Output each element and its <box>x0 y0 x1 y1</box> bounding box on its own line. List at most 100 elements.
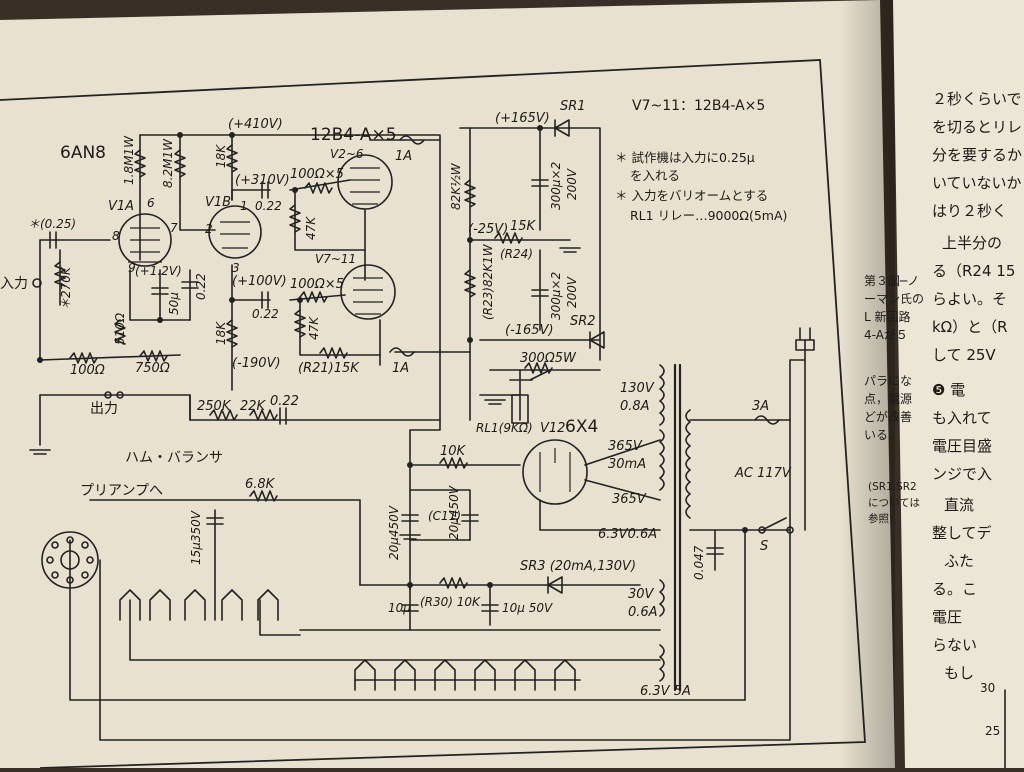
rectifier-sr3 <box>547 576 563 594</box>
tube-v12 <box>522 439 588 505</box>
note-2: ＊ 入力をバリオームとする <box>615 188 768 203</box>
label-v1a: V1A <box>108 199 134 214</box>
c-022c: 0.22 <box>252 307 279 321</box>
label-sr1: SR1 <box>560 99 586 114</box>
c-20b: 20μ450V <box>447 485 461 540</box>
r-270k: ＊270K <box>59 266 73 310</box>
v-410: (+410V) <box>228 117 283 132</box>
note-3: RL1 リレー…9000Ω(5mA) <box>630 208 787 223</box>
c-022a: 0.22 <box>194 273 208 300</box>
c-15u: 15μ350V <box>189 510 203 565</box>
pin-6: 6 <box>147 196 155 210</box>
label-switch: S <box>760 539 768 554</box>
caption-line: 4-Aが５ <box>864 327 908 342</box>
label-v1b: V1B <box>205 195 231 210</box>
tube-v1b <box>208 205 262 259</box>
tw-30: 30V <box>628 587 655 602</box>
r-100x5-b: 100Ω×5 <box>290 277 344 292</box>
tw-06: 0.6A <box>628 605 658 620</box>
r-18k-a: 18K <box>214 144 228 168</box>
caption-line: いる。 <box>864 428 900 442</box>
r-100x5-a: 100Ω×5 <box>290 167 344 182</box>
pin-7: 7 <box>170 221 178 235</box>
body-line: ２秒くらいで <box>932 90 1022 108</box>
heater-chain <box>119 589 576 691</box>
power-transformer <box>659 363 691 692</box>
right-page-text: ２秒くらいで を切るとリレ 分を要するか いていないか はり２秒く 上半分の る… <box>932 90 1022 769</box>
body-line: らない <box>932 636 977 654</box>
tw-63a: 6.3V0.6A <box>598 527 657 542</box>
tw-30ma: 30mA <box>608 457 646 472</box>
r-250k: 250K <box>197 399 232 414</box>
tube-labels: 6AN8 V1A V1B 12B4-A×5 V2~6 V7~11 6X4 V12… <box>60 98 765 437</box>
c-50u: 50μ <box>167 292 181 315</box>
rectifier-sr1 <box>554 119 570 137</box>
r-47k-a: 47K <box>304 216 318 240</box>
notes: ＊ 試作機は入力に0.25μ を入れる ＊ 入力をバリオームとする RL1 リレ… <box>615 150 787 223</box>
pin-2: 2 <box>205 222 213 236</box>
body-line: もし <box>944 664 974 682</box>
r-750: 750Ω <box>135 361 170 376</box>
label-12b4: 12B4-A×5 <box>310 125 397 145</box>
body-line: 電圧 <box>932 608 962 626</box>
tube-v1a <box>118 213 172 267</box>
terminals <box>32 278 124 399</box>
c-300b-v: 200V <box>565 276 579 308</box>
caption-line: 参照) <box>868 512 893 525</box>
r-100: 100Ω <box>70 363 105 378</box>
r-82k1w: (R23)82K1W <box>481 243 495 320</box>
v-m165: (-165V) <box>505 323 554 338</box>
tube-v7-11 <box>340 264 396 320</box>
body-line: はり２秒く <box>932 202 1007 220</box>
c-300a-v: 200V <box>565 168 579 200</box>
body-line: 整してデ <box>932 524 992 542</box>
axis-tick: 30 <box>980 681 995 695</box>
resistors <box>54 144 553 589</box>
capacitors <box>49 179 724 612</box>
body-line: して 25V <box>932 346 996 364</box>
note-1b: を入れる <box>630 168 680 183</box>
general-labels: 入力 出力 ハム・バランサ プリアンプへ AC 117V 3A S 6 7 8 … <box>0 196 792 554</box>
gutter-shadow <box>840 0 895 768</box>
junctions <box>37 125 748 588</box>
figure-caption: 第３図─ノ ーマン氏の L 新回路 4-Aが５ パラにな 点，電源 どが改善 い… <box>864 274 924 525</box>
label-v2-6: V2~6 <box>330 147 364 161</box>
c-300a: 300μ×2 <box>549 162 563 210</box>
body-line: ンジで入 <box>932 465 992 483</box>
r-30: (R30) 10K <box>420 595 481 609</box>
r-10k: 10K <box>440 444 467 459</box>
caption-line: L 新回路 <box>864 309 911 324</box>
r-21: (R21)15K <box>298 361 360 376</box>
preamp-socket <box>41 531 99 589</box>
label-legend: V7~11：12B4-A×5 <box>632 98 765 114</box>
label-input: 入力 <box>0 276 28 292</box>
rectifier-sr2 <box>589 331 605 349</box>
caption-line: については <box>868 497 920 509</box>
c-11: (C11) <box>428 509 461 523</box>
c-300b: 300μ×2 <box>549 272 563 320</box>
body-line: kΩ）と（R <box>932 318 1008 336</box>
r-510: 510Ω <box>113 312 127 345</box>
label-sr2: SR2 <box>570 314 596 329</box>
label-v12: V12 <box>540 421 565 436</box>
left-page <box>0 0 895 768</box>
body-line: 電圧目盛 <box>932 437 992 455</box>
r-47k-b: 47K <box>307 316 321 340</box>
r-82m: 8.2M1W <box>161 138 175 188</box>
c-047: 0.047 <box>692 545 706 580</box>
v-100: (+100V) <box>232 274 287 289</box>
label-rl1: RL1(9KΩ) <box>476 421 533 435</box>
c-025: ＊(0.25) <box>28 217 76 231</box>
label-fuse3a: 3A <box>752 399 769 414</box>
body-line: いていないか <box>932 174 1022 192</box>
caption-line: ーマン氏の <box>864 292 924 306</box>
label-output: 出力 <box>90 401 118 417</box>
body-line: ふた <box>944 552 974 570</box>
body-line: ❺ 電 <box>932 381 965 399</box>
tw-63b: 6.3V 5A <box>640 684 691 699</box>
ground-symbols <box>29 247 581 540</box>
label-6x4: 6X4 <box>565 417 598 437</box>
fuse-1a-a: 1A <box>395 149 412 164</box>
body-line: を切るとリレ <box>932 118 1022 136</box>
